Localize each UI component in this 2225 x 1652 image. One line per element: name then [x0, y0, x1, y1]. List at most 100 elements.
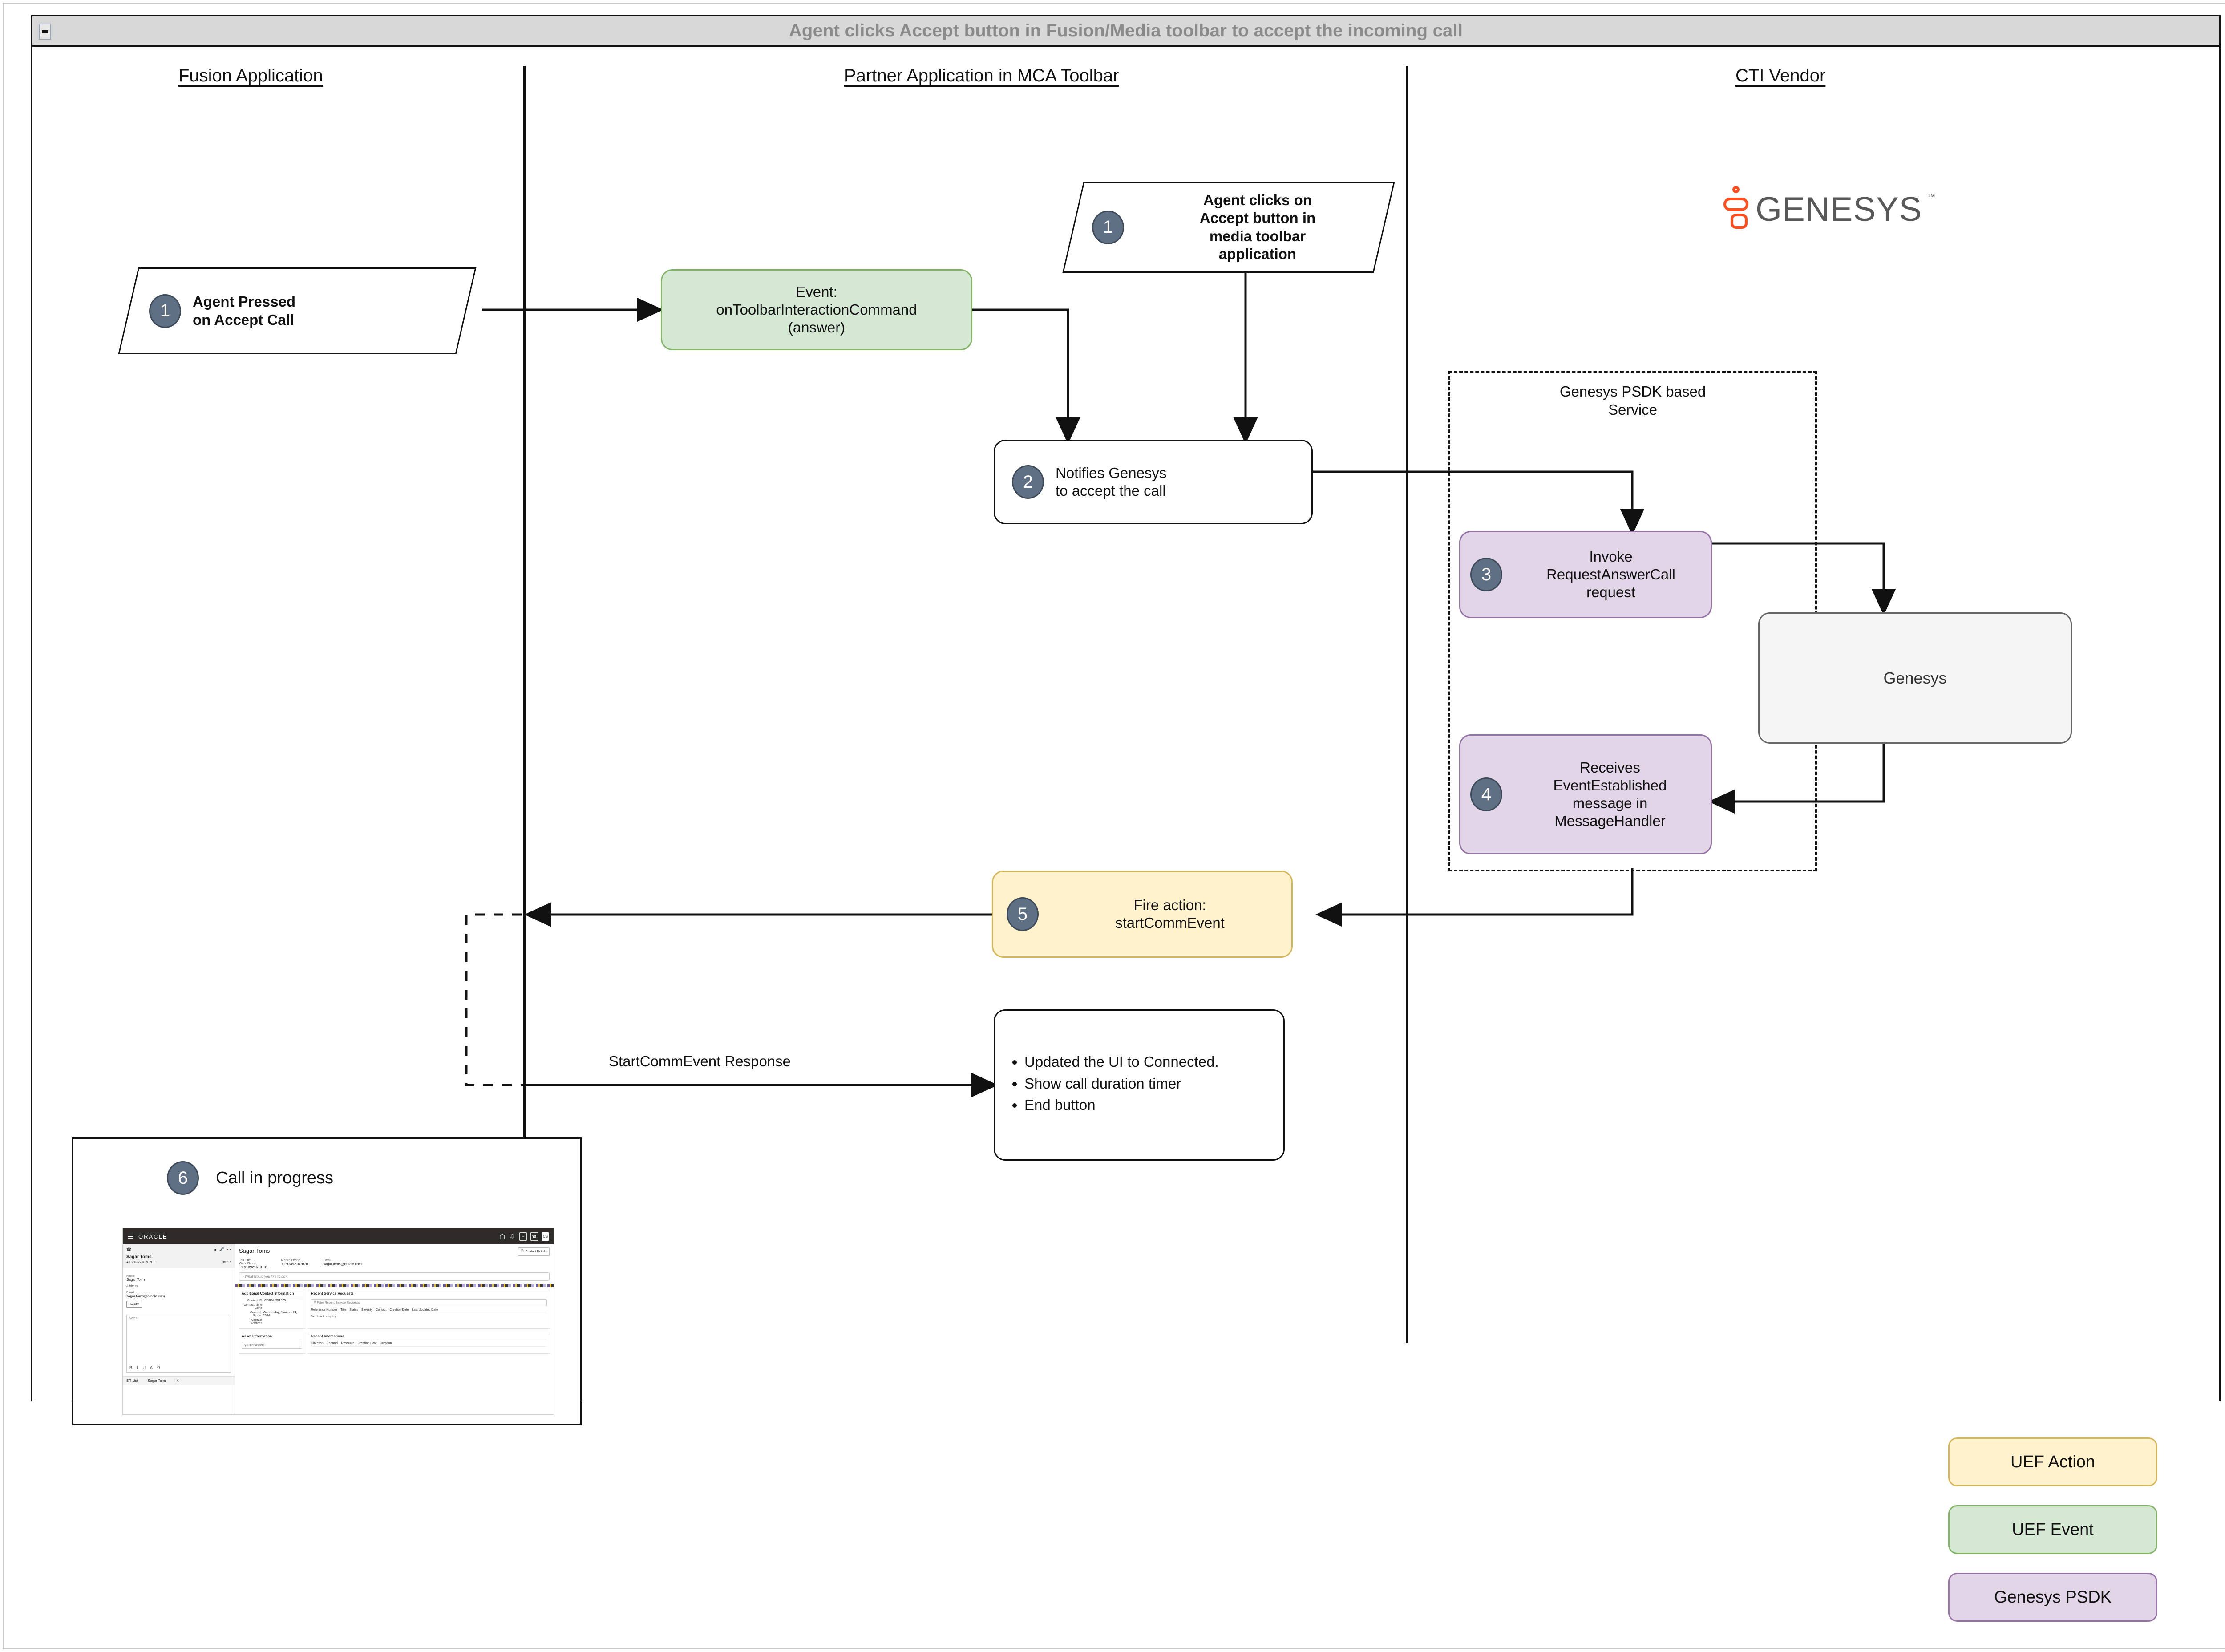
tab-sr-list[interactable]: SR List — [126, 1379, 138, 1383]
diagram-title-bar: Agent clicks Accept button in Fusion/Med… — [32, 16, 2219, 47]
node-agent-pressed[interactable]: 1 Agent Pressed on Accept Call — [118, 267, 477, 354]
phone-icon: ☎ — [126, 1247, 132, 1251]
step-badge: 2 — [1012, 465, 1044, 499]
lane-header-cti: CTI Vendor — [1736, 66, 1826, 85]
node-notifies-line2: to accept the call — [1056, 482, 1166, 499]
node-agent-pressed-line1: Agent Pressed — [193, 293, 296, 310]
search-input[interactable]: ⚲ Filter Assets — [242, 1342, 302, 1349]
card-asset-information: Asset Information ⚲ Filter Assets — [239, 1332, 305, 1354]
decorative-stripe — [235, 1284, 554, 1287]
avatar[interactable]: CS — [542, 1232, 549, 1241]
collapse-icon[interactable] — [39, 24, 51, 40]
legend-genesys-psdk: Genesys PSDK — [1948, 1573, 2157, 1622]
active-call-header: ☎ ● 🎤 ⋯ Sagar Toms +1 91892167070 — [123, 1244, 235, 1268]
node-receives-line1: Receives — [1580, 759, 1640, 776]
close-icon[interactable]: X — [176, 1379, 179, 1383]
caller-phone: +1 918921670701 — [126, 1260, 155, 1264]
more-options-icon[interactable]: ⋯ — [227, 1247, 231, 1251]
info-icon[interactable]: ● — [214, 1247, 217, 1252]
field-label: Work Phone — [239, 1262, 256, 1265]
field-value: +1 918921670701 — [239, 1265, 268, 1269]
trademark-symbol: ™ — [1926, 192, 1936, 202]
node-call-in-progress[interactable]: 6 Call in progress ORACLE — [72, 1137, 582, 1425]
card-recent-interactions: Recent Interactions Direction Channel Re… — [308, 1332, 550, 1354]
node-fire-action-line1: Fire action: — [1133, 896, 1206, 913]
lane-header-partner: Partner Application in MCA Toolbar — [844, 66, 1119, 85]
notes-label: Notes — [129, 1317, 138, 1320]
legend-uef-action: UEF Action — [1948, 1437, 2157, 1486]
node-genesys-system[interactable]: Genesys — [1758, 612, 2072, 744]
genesys-logo: GENESYS ™ — [1723, 186, 1935, 232]
scissors-icon[interactable]: ✂ — [519, 1232, 527, 1241]
call-duration-timer: 00:17 — [222, 1260, 231, 1264]
genesys-wordmark: GENESYS — [1756, 190, 1922, 228]
step-badge: 1 — [1092, 210, 1124, 244]
lane-divider-1 — [523, 66, 526, 1343]
node-invoke-line2: RequestAnswerCall — [1546, 566, 1675, 583]
node-notifies-genesys[interactable]: 2 Notifies Genesys to accept the call — [994, 440, 1313, 524]
card-title: Asset Information — [242, 1334, 302, 1340]
node-invoke-line1: Invoke — [1589, 548, 1633, 565]
node-event-ontoolbarinteractioncommand[interactable]: Event: onToolbarInteractionCommand (answ… — [661, 269, 972, 350]
caller-name: Sagar Toms — [126, 1255, 152, 1259]
verify-button[interactable]: Verify — [126, 1301, 143, 1308]
tab-sagar-toms[interactable]: Sagar Toms — [147, 1379, 167, 1383]
fusion-app-screenshot[interactable]: ORACLE ✂ ☎ CS — [122, 1228, 554, 1415]
node-agent-clicks-line1: Agent clicks on — [1203, 192, 1312, 208]
field-label: Email — [323, 1259, 331, 1262]
card-title: Additional Contact Information — [242, 1292, 302, 1297]
node-fire-action-line2: startCommEvent — [1115, 915, 1225, 931]
lane-divider-2 — [1406, 66, 1408, 1343]
notes-editor[interactable]: Notes B I U A Ω — [126, 1315, 231, 1373]
node-ui-updates[interactable]: Updated the UI to Connected. Show call d… — [994, 1009, 1285, 1161]
mic-icon[interactable]: 🎤 — [219, 1247, 224, 1251]
call-side-panel: ☎ ● 🎤 ⋯ Sagar Toms +1 91892167070 — [123, 1244, 235, 1414]
hamburger-menu-icon[interactable] — [127, 1233, 134, 1240]
bell-icon[interactable] — [509, 1233, 516, 1240]
genesys-mark-icon — [1723, 186, 1751, 232]
list-item: Updated the UI to Connected. — [1024, 1053, 1219, 1072]
diagram-canvas: Fusion Application Partner Application i… — [32, 48, 2219, 1425]
home-icon[interactable] — [499, 1233, 506, 1240]
node-genesys-label: Genesys — [1883, 668, 1947, 687]
search-input[interactable]: ⚲ Filter Recent Service Requests — [311, 1299, 547, 1306]
contact-main-panel: Sagar Toms 🖹 Contact Details Job Title — [235, 1244, 554, 1414]
call-in-progress-label: Call in progress — [216, 1168, 333, 1187]
node-fire-action-startcommevent[interactable]: 5 Fire action: startCommEvent — [992, 871, 1293, 958]
node-receives-line4: MessageHandler — [1554, 813, 1666, 830]
node-receives-line2: EventEstablished — [1553, 777, 1667, 794]
contact-details-button[interactable]: 🖹 Contact Details — [518, 1247, 550, 1256]
phone-icon[interactable]: ☎ — [530, 1232, 538, 1241]
node-agent-clicks-line3: media toolbar — [1209, 227, 1306, 244]
step-badge: 3 — [1470, 558, 1502, 591]
node-agent-clicks-line2: Accept button in — [1199, 210, 1316, 227]
group-label: Genesys PSDK based Service — [1559, 383, 1706, 418]
legend-uef-event: UEF Event — [1948, 1505, 2157, 1554]
node-invoke-requestanswercall[interactable]: 3 Invoke RequestAnswerCall request — [1459, 531, 1712, 618]
node-receives-eventestablished[interactable]: 4 Receives EventEstablished message in M… — [1459, 734, 1712, 854]
ui-updates-list: Updated the UI to Connected. Show call d… — [1024, 1053, 1219, 1118]
oracle-brand: ORACLE — [138, 1233, 168, 1240]
document-icon: 🖹 — [521, 1250, 524, 1253]
field-value: sagar.toms@oracle.com — [126, 1294, 165, 1298]
step-badge: 4 — [1470, 777, 1502, 811]
node-event-line1: Event: — [796, 283, 837, 300]
node-agent-clicks-accept[interactable]: 1 Agent clicks on Accept button in media… — [1062, 182, 1395, 273]
node-agent-pressed-line2: on Accept Call — [193, 311, 294, 328]
card-title: Recent Interactions — [311, 1334, 547, 1340]
node-agent-clicks-line4: application — [1218, 245, 1297, 262]
notes-toolbar[interactable]: B I U A Ω — [129, 1365, 162, 1370]
assistant-input[interactable]: › What would you like to do? — [239, 1272, 550, 1281]
card-additional-contact-information: Additional Contact Information Contact I… — [239, 1289, 305, 1329]
contact-title: Sagar Toms — [239, 1247, 270, 1254]
list-item: End button — [1024, 1096, 1219, 1115]
step-badge: 1 — [149, 294, 181, 328]
node-event-line3: (answer) — [788, 319, 846, 336]
field-value: sagar.toms@oracle.com — [323, 1262, 362, 1266]
page-frame: Agent clicks Accept button in Fusion/Med… — [3, 3, 2225, 1649]
field-label: Email — [126, 1291, 134, 1294]
list-item: Show call duration timer — [1024, 1074, 1219, 1093]
diagram-window: Agent clicks Accept button in Fusion/Med… — [31, 15, 2221, 1425]
field-label: Mobile Phone — [281, 1259, 300, 1262]
app-topbar: ORACLE ✂ ☎ CS — [123, 1228, 554, 1244]
